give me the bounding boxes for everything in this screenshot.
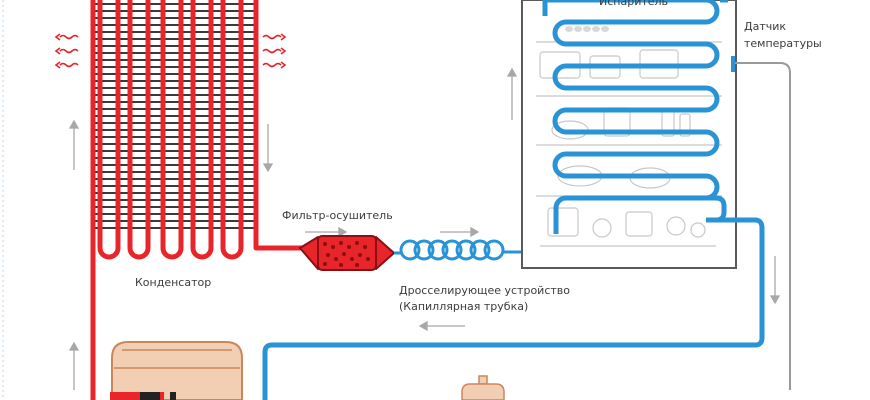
filter-drier-label: Фильтр-осушитель (282, 209, 393, 222)
evaporator-coil (552, 0, 720, 230)
thermostat-relay (461, 375, 505, 400)
evaporator-label: Испаритель (599, 0, 668, 8)
flow-arrows (68, 67, 781, 390)
temp-sensor-label-line1: Датчик (744, 20, 786, 33)
temp-sensor-label-line2: температуры (744, 37, 822, 50)
throttle-label-line2: (Капиллярная трубка) (399, 300, 528, 313)
condenser-coil (90, 0, 310, 400)
temperature-sensor: Датчик температуры (731, 20, 822, 390)
condenser-label: Конденсатор (135, 276, 211, 289)
filter-drier: Фильтр-осушитель (282, 209, 395, 271)
heat-arrows-right (262, 33, 287, 69)
heat-arrows-left (54, 33, 79, 69)
evaporator-right-link (706, 195, 727, 223)
compressor (110, 341, 243, 400)
condenser: Конденсатор (54, 0, 310, 400)
suction-line (262, 217, 765, 400)
filter-granules (323, 241, 370, 267)
evaporator-outlet (542, 0, 728, 16)
throttle-label-line1: Дросселирующее устройство (399, 284, 570, 297)
egg-tray (565, 26, 609, 32)
